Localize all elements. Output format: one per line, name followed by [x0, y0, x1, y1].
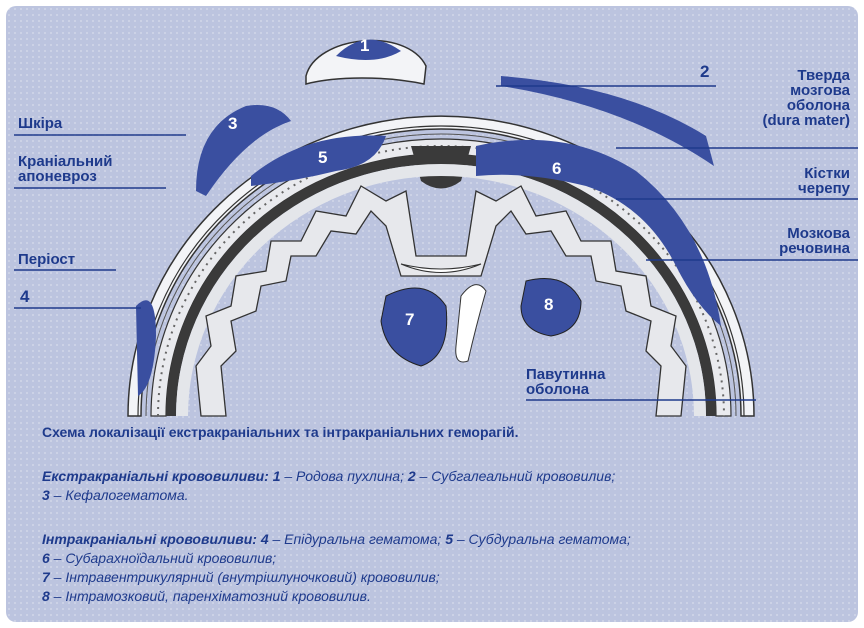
- label-dura: Тверда мозгова оболона (dura mater): [762, 68, 850, 128]
- third-ventricle: [456, 285, 486, 362]
- region-number-6: 6: [552, 159, 561, 179]
- label-arachnoid: Павутинна оболона: [526, 367, 606, 397]
- label-brain-line2: речовина: [779, 241, 850, 256]
- intra-item-7-text: – Інтравентрикулярний (внутрішлуночковий…: [50, 569, 440, 585]
- extra-item-3-num: 3: [42, 487, 50, 503]
- label-dura-line2: мозгова: [762, 83, 850, 98]
- label-periosteum: Періост: [18, 252, 75, 267]
- region-number-8: 8: [544, 295, 553, 315]
- intra-item-8-num: 8: [42, 588, 50, 604]
- intra-item-4-num: 4: [261, 531, 269, 547]
- extra-item-2-text: – Субгалеальний крововилив;: [416, 468, 616, 484]
- label-skull: Кістки черепу: [798, 166, 850, 196]
- intra-item-8-text: – Інтрамозковий, паренхіматозний кровови…: [50, 588, 371, 604]
- caption-title-text: Схема локалізації екстракраніальних та і…: [42, 424, 519, 440]
- extracranial-heading: Екстракраніальні крововиливи:: [42, 468, 269, 484]
- intra-item-6-num: 6: [42, 550, 50, 566]
- caption-title: Схема локалізації екстракраніальних та і…: [42, 423, 519, 442]
- intracranial-heading: Інтракраніальні крововиливи:: [42, 531, 257, 547]
- extra-item-2-num: 2: [408, 468, 416, 484]
- label-4-epidural: 4: [20, 289, 29, 304]
- label-arachnoid-line1: Павутинна: [526, 367, 606, 382]
- label-dura-line3: оболона: [762, 98, 850, 113]
- label-brain: Мозкова речовина: [779, 226, 850, 256]
- label-skull-line1: Кістки: [798, 166, 850, 181]
- label-skull-line2: черепу: [798, 181, 850, 196]
- region-number-7: 7: [405, 310, 414, 330]
- region-number-1: 1: [360, 36, 369, 56]
- label-aponeurosis: Краніальний апоневроз: [18, 154, 112, 184]
- label-2-subgaleal: 2: [700, 64, 709, 79]
- label-aponeurosis-line1: Краніальний: [18, 154, 112, 169]
- label-arachnoid-line2: оболона: [526, 382, 606, 397]
- region-number-5: 5: [318, 148, 327, 168]
- extra-item-1-text: – Родова пухлина;: [280, 468, 407, 484]
- label-skin: Шкіра: [18, 116, 62, 131]
- label-brain-line1: Мозкова: [779, 226, 850, 241]
- label-dura-line4: (dura mater): [762, 113, 850, 128]
- region-number-3: 3: [228, 114, 237, 134]
- caption-intracranial: Інтракраніальні крововиливи: 4 – Епідура…: [42, 530, 852, 606]
- label-aponeurosis-line2: апоневроз: [18, 169, 112, 184]
- intra-item-7-num: 7: [42, 569, 50, 585]
- intra-item-4-text: – Епідуральна гематома;: [269, 531, 446, 547]
- intra-item-5-text: – Субдуральна гематома;: [453, 531, 631, 547]
- label-dura-line1: Тверда: [762, 68, 850, 83]
- figure-panel: Шкіра Краніальний апоневроз Періост 4 2 …: [6, 6, 858, 622]
- intra-item-5-num: 5: [445, 531, 453, 547]
- extra-item-3-text: – Кефалогематома.: [50, 487, 189, 503]
- caption-extracranial: Екстракраніальні крововиливи: 1 – Родова…: [42, 467, 842, 505]
- intra-item-6-text: – Субарахноїдальний крововилив;: [50, 550, 276, 566]
